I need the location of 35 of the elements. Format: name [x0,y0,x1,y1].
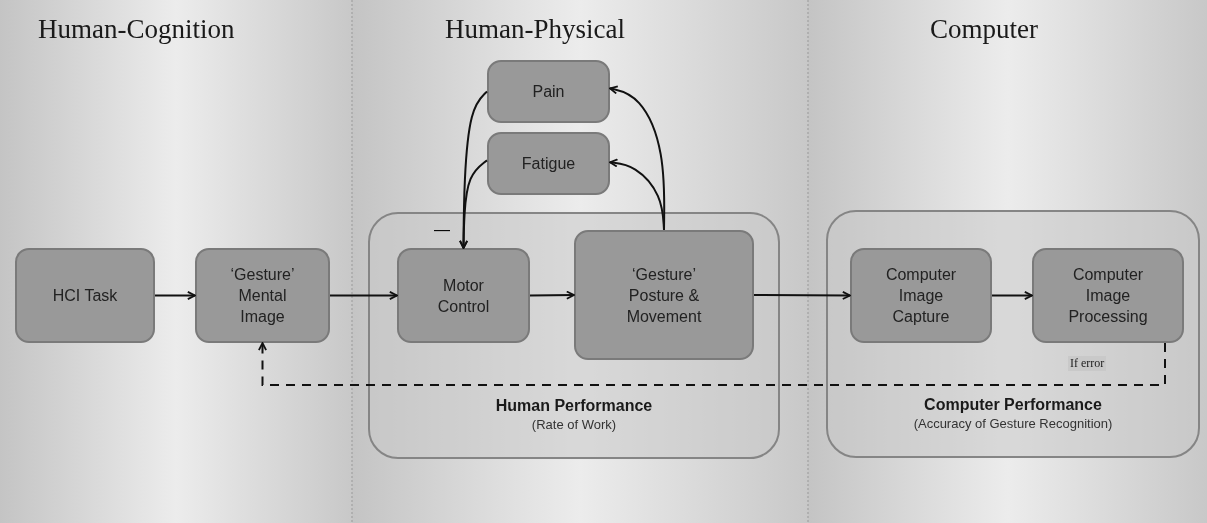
process-box [1032,248,1184,343]
group-panel [826,210,1200,458]
column-heading: Human-Cognition [38,14,235,45]
column-heading: Human-Physical [445,14,625,45]
process-box [195,248,330,343]
group-title: Human Performance [494,397,654,415]
box-label: Computer Image Processing [1067,265,1149,327]
process-box [15,248,155,343]
process-box [397,248,530,343]
group-title: Computer Performance [923,396,1103,414]
group-panel [368,212,780,459]
box-label: ‘Gesture’ Mental Image [229,265,296,327]
curved-arrow [459,159,488,249]
box-label: ‘Gesture’ Posture & Movement [625,264,703,327]
curved-arrow [609,158,665,231]
group-subtitle: (Rate of Work) [530,417,618,432]
box-label: Motor Control [436,275,491,317]
process-box [574,230,754,360]
group-subtitle: (Accuracy of Gesture Recognition) [912,416,1114,431]
arrow [329,291,398,300]
arrow [154,291,196,300]
dashed-arrow [258,342,1166,386]
arrow [753,290,851,300]
process-box [850,248,992,343]
arrow [991,291,1033,300]
column-heading: Computer [930,14,1038,45]
process-box [487,132,610,195]
box-label: Fatigue [521,154,576,174]
minus-sign: — [434,221,450,239]
arrow [529,290,575,300]
process-box [487,60,610,123]
edge-label: If error [1068,356,1107,371]
box-label: Pain [532,82,565,102]
box-label: HCI Task [52,286,118,306]
box-label: Computer Image Capture [884,265,958,327]
